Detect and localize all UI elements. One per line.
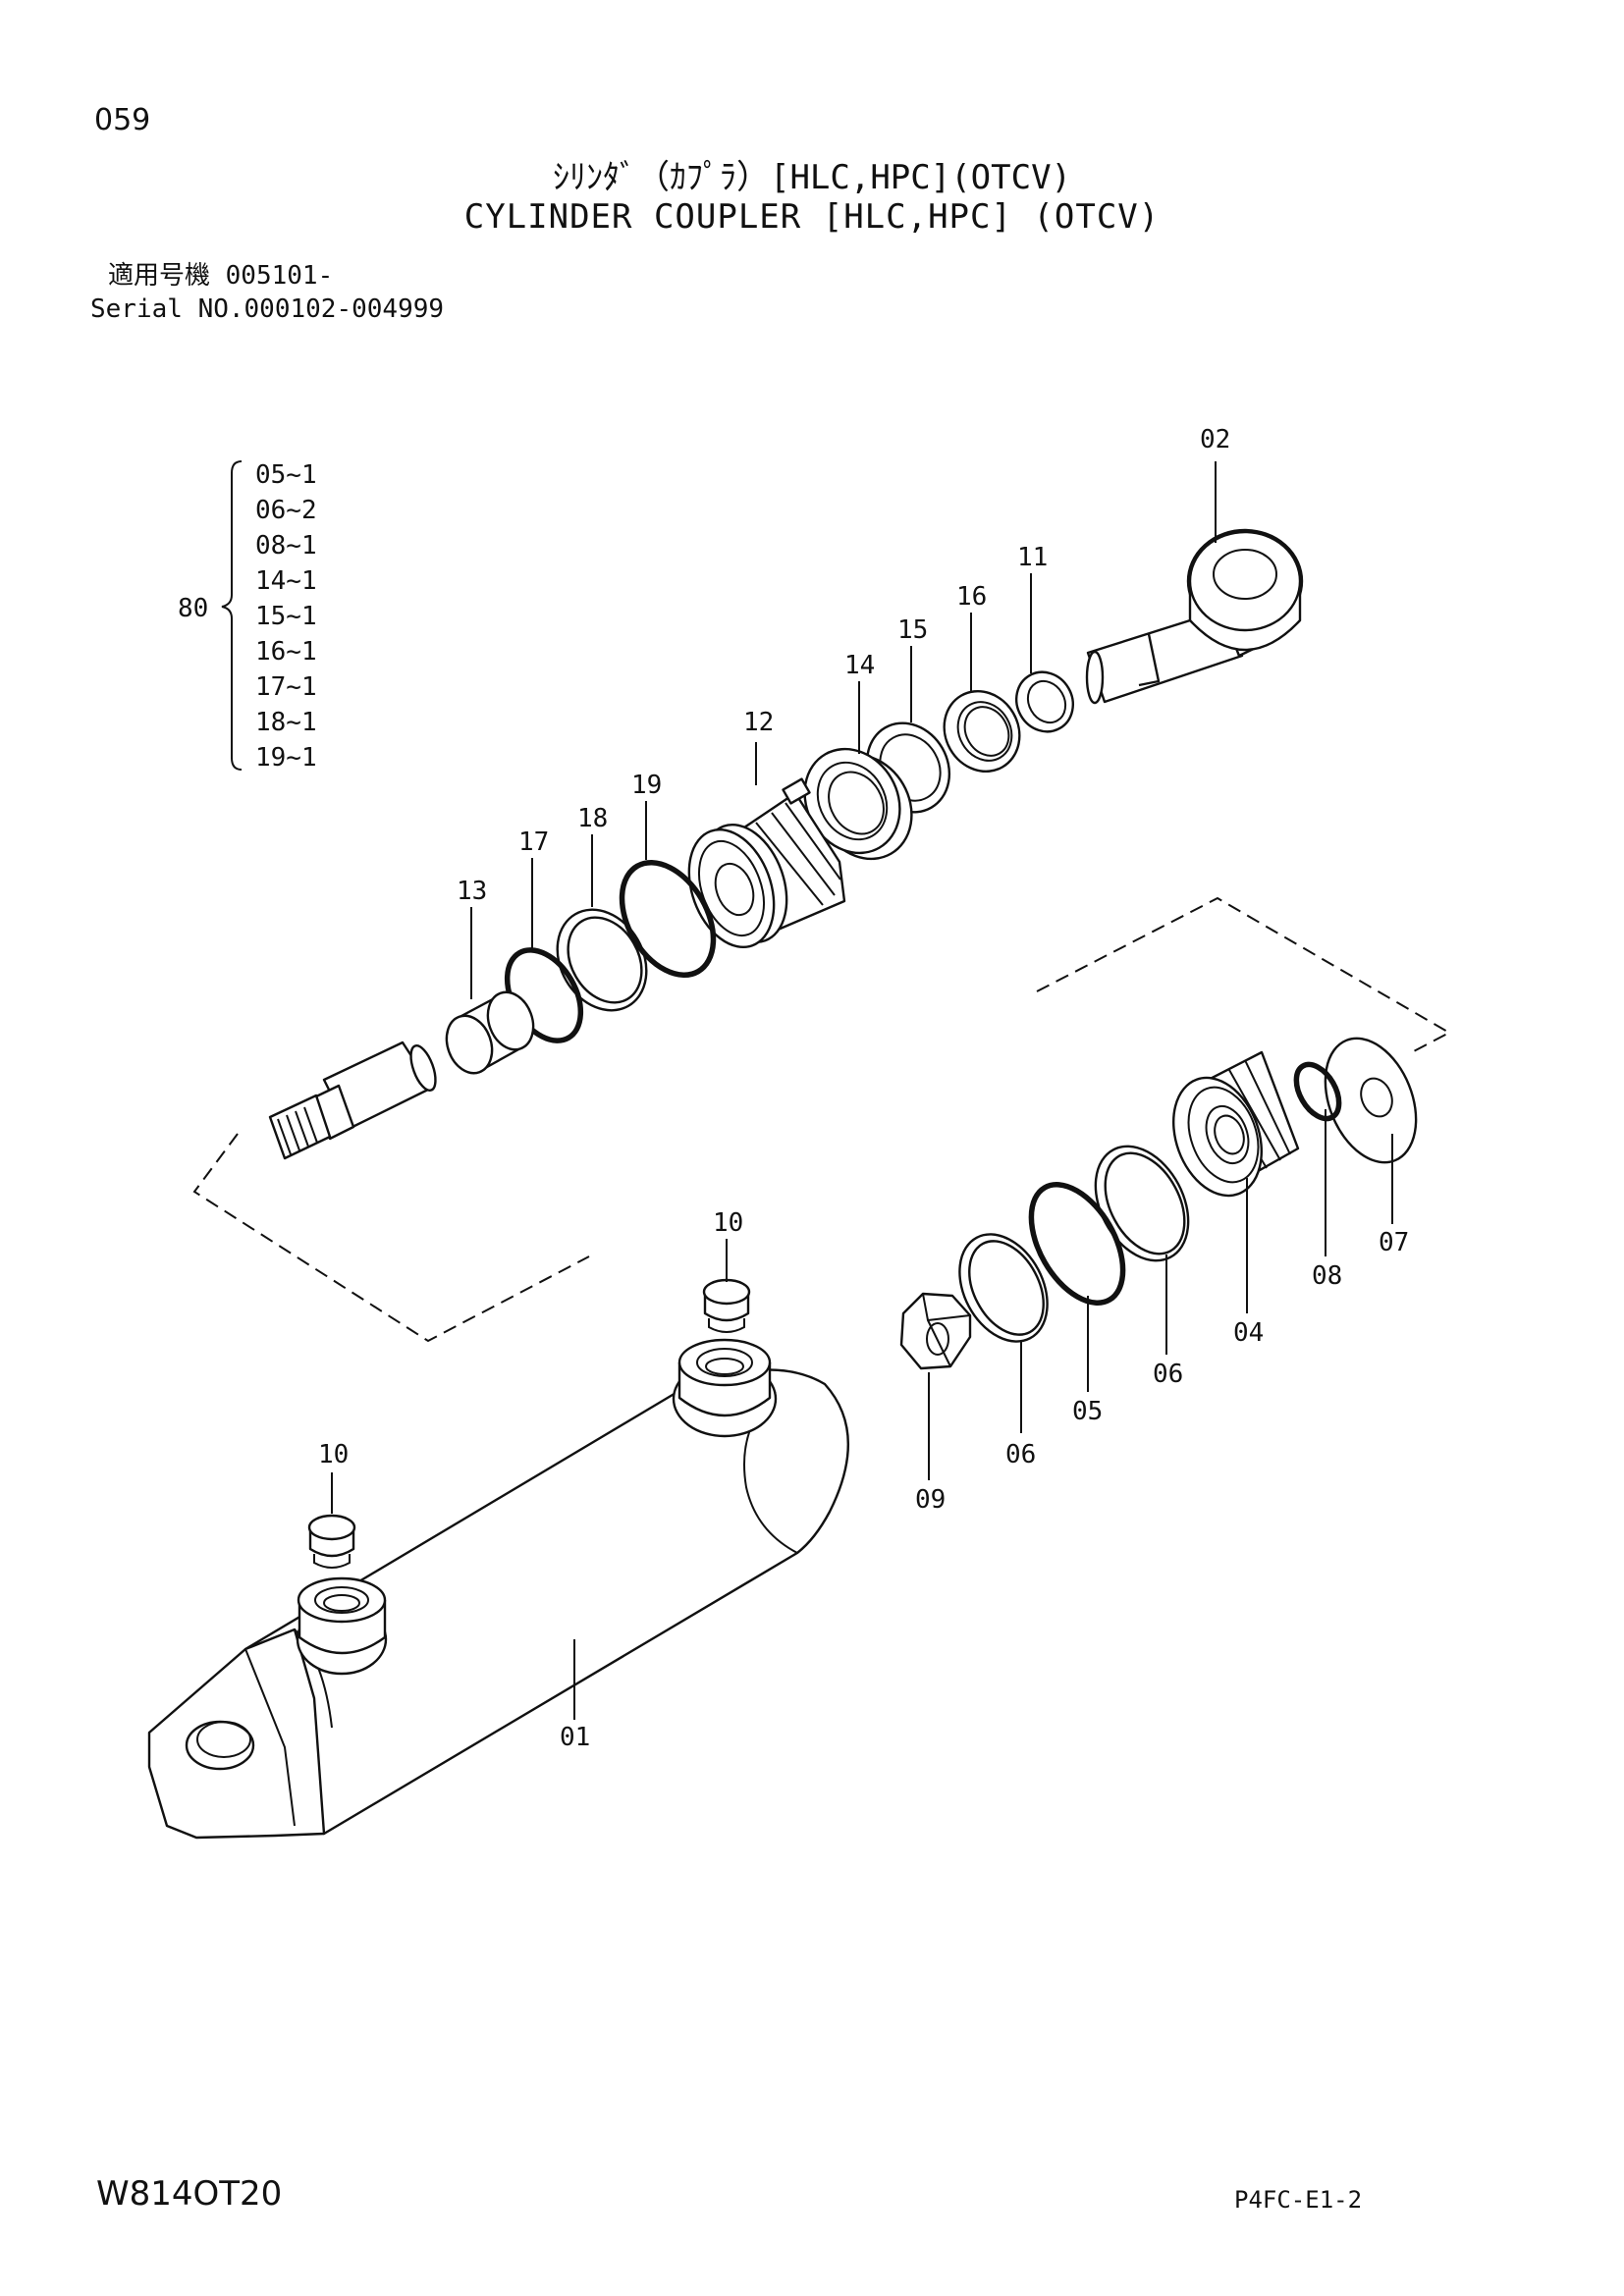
- leader-lines: [331, 461, 1393, 1720]
- callout-04: 04: [1233, 1318, 1264, 1348]
- part-14-bushing: [803, 747, 913, 861]
- kit-brace: [221, 460, 243, 771]
- part-12-rod-cover: [687, 777, 846, 949]
- assembly-dashed-lines: [192, 896, 1452, 1343]
- part-13-spacer: [445, 990, 535, 1075]
- callout-15: 15: [897, 615, 928, 645]
- serial-range-english: Serial NO.000102-004999: [90, 294, 445, 324]
- callout-06-upper: 06: [1153, 1360, 1183, 1389]
- kit-item: 15~1: [255, 602, 317, 631]
- kit-item: 16~1: [255, 637, 317, 667]
- callout-12: 12: [743, 708, 774, 737]
- part-02-rod-eye: [1085, 528, 1304, 705]
- kit-item: 17~1: [255, 672, 317, 702]
- callout-05: 05: [1072, 1397, 1103, 1426]
- kit-item: 06~2: [255, 496, 317, 525]
- part-01-cylinder-tube: [147, 1338, 850, 1840]
- page-title-english: CYLINDER COUPLER [HLC,HPC] (OTCV): [463, 197, 1161, 237]
- assembly-line-right: [1036, 896, 1452, 1055]
- callout-01: 01: [560, 1723, 590, 1752]
- callout-02: 02: [1200, 425, 1230, 454]
- part-04-piston: [1171, 1050, 1300, 1198]
- callout-18: 18: [577, 804, 608, 833]
- drawing-code: W814OT20: [96, 2174, 283, 2214]
- page-number: 059: [94, 103, 151, 137]
- callout-16: 16: [956, 582, 987, 612]
- assembly-line-left: [192, 1133, 590, 1343]
- part-11-ring: [1015, 670, 1074, 733]
- part-07-washer: [1324, 1037, 1418, 1164]
- part-10-plug-lower: [307, 1514, 356, 1569]
- kit-item: 14~1: [255, 566, 317, 596]
- kit-number: 80: [178, 594, 208, 623]
- serial-range-japanese: 適用号機 005101-: [108, 261, 334, 291]
- part-06-ring-lower: [958, 1233, 1049, 1343]
- callout-09: 09: [915, 1485, 946, 1515]
- part-19-o-ring: [619, 859, 717, 979]
- part-18-backup-ring: [556, 908, 648, 1012]
- callout-13: 13: [457, 877, 487, 906]
- kit-item: 18~1: [255, 708, 317, 737]
- callout-11: 11: [1017, 543, 1048, 572]
- callout-08: 08: [1312, 1261, 1342, 1291]
- part-09-nut: [899, 1292, 972, 1370]
- kit-item: 19~1: [255, 743, 317, 773]
- callout-17: 17: [518, 828, 549, 857]
- callout-10-lower: 10: [318, 1440, 349, 1469]
- page-title-japanese: ｼﾘﾝﾀﾞ（ｶﾌﾟﾗ）[HLC,HPC](OTCV): [552, 158, 1072, 197]
- callout-06-lower: 06: [1005, 1440, 1036, 1469]
- part-05-o-ring: [1028, 1182, 1126, 1306]
- part-16-seal: [943, 689, 1021, 774]
- callout-07: 07: [1379, 1228, 1409, 1257]
- callout-19: 19: [631, 771, 662, 800]
- sheet-code: P4FC-E1-2: [1234, 2186, 1363, 2214]
- kit-item: 08~1: [255, 531, 317, 561]
- callout-14: 14: [844, 651, 875, 680]
- kit-list: 80 05~1 06~2 08~1 14~1 15~1 16~1 17~1 18…: [178, 460, 317, 773]
- callout-10-upper: 10: [713, 1208, 743, 1238]
- callout-labels: 02 11 16 15 14 12 19 18 17 13 10 10 01 0…: [318, 425, 1409, 1752]
- kit-item: 05~1: [255, 460, 317, 490]
- part-10-plug-upper: [702, 1278, 751, 1333]
- part-08-o-ring: [1293, 1061, 1342, 1122]
- rod-threaded-end: [268, 1041, 437, 1160]
